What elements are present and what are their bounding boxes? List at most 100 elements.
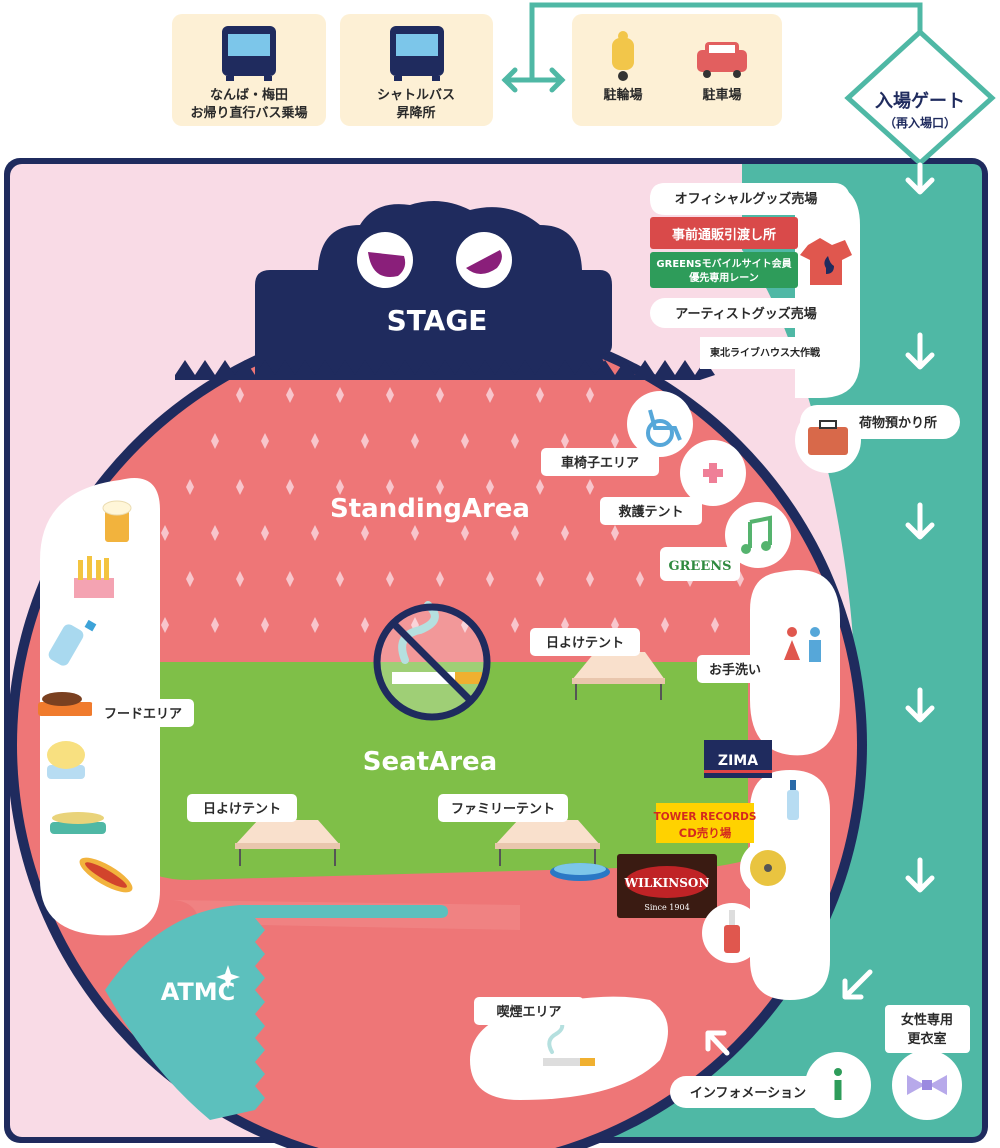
svg-text:車椅子エリア: 車椅子エリア [561,455,639,471]
diamond-mark [236,571,244,587]
diamond-mark [186,571,194,587]
diamond-mark [486,571,494,587]
diamond-mark [286,571,294,587]
luggage-icon [808,420,848,455]
ribbon-icon [907,1075,947,1095]
diamond-mark [436,387,444,403]
svg-text:シャトルバス: シャトルバス [377,88,455,103]
svg-text:なんば・梅田: なんば・梅田 [210,87,288,103]
diamond-mark [361,525,369,541]
svg-text:GREENSモバイルサイト会員: GREENSモバイルサイト会員 [656,257,791,270]
chip-sunshade-1: 日よけテント [530,628,640,656]
diamond-mark [486,387,494,403]
bus-icon [222,26,276,81]
svg-text:お手洗い: お手洗い [709,662,761,678]
changing-room: 女性専用 更衣室 [885,1005,970,1120]
diamond-mark [586,479,594,495]
svg-text:ファミリーテント: ファミリーテント [451,802,555,817]
svg-text:アーティストグッズ売場: アーティストグッズ売場 [675,306,816,322]
diamond-mark [611,433,619,449]
tower-records-logo: TOWER RECORDS CD売り場 [654,803,757,843]
fries-icon [74,556,114,598]
diamond-mark [311,617,319,633]
svg-text:女性専用: 女性専用 [901,1012,953,1028]
diamond-mark [461,525,469,541]
diamond-mark [386,479,394,495]
seat-area-label: SeatArea [363,747,497,777]
svg-text:TOWER RECORDS: TOWER RECORDS [654,811,757,823]
yakisoba-icon [50,812,106,834]
diamond-mark [261,617,269,633]
wilkinson-logo: WILKINSON Since 1904 [617,854,717,918]
chip-smoking-area: 喫煙エリア [474,997,584,1025]
beer-icon [102,500,132,542]
svg-text:CD売り場: CD売り場 [679,826,732,840]
diamond-mark [261,525,269,541]
svg-text:（再入場口）: （再入場口） [884,115,956,130]
svg-text:駐車場: 駐車場 [702,87,741,103]
diamond-mark [336,571,344,587]
svg-text:駐輪場: 駐輪場 [603,87,642,103]
diamond-mark [161,525,169,541]
svg-text:オフィシャルグッズ売場: オフィシャルグッズ売場 [675,191,818,207]
diamond-mark [211,433,219,449]
diamond-mark [661,617,669,633]
diamond-mark [336,479,344,495]
svg-text:昇降所: 昇降所 [396,105,435,121]
svg-text:GREENS: GREENS [669,559,732,574]
svg-text:入場ゲート: 入場ゲート [875,90,965,112]
greens-logo: GREENS [660,547,740,581]
info-icon [834,1068,842,1100]
chip-food-area: フードエリア [92,699,194,727]
cd-icon [740,840,796,896]
svg-text:優先専用レーン: 優先専用レーン [688,271,759,284]
diamond-mark [511,525,519,541]
diamond-mark [436,571,444,587]
toilet-area [750,570,840,756]
diamond-mark [611,525,619,541]
diamond-mark [186,479,194,495]
tshirt-icon [800,238,852,285]
diamond-mark [236,479,244,495]
diamond-mark [461,433,469,449]
svg-text:Since 1904: Since 1904 [644,903,689,912]
diamond-mark [486,479,494,495]
atmc-label: ATMC [161,978,236,1006]
stage-jagged-edge [175,360,715,380]
shaved-ice-icon [47,741,85,779]
route-arrow [501,2,923,93]
zima-logo: ZIMA [704,740,772,778]
bus-stop-namba: なんば・梅田 お帰り直行バス乗場 [172,14,326,126]
svg-text:ZIMA: ZIMA [718,753,758,769]
bus-icon [390,26,444,81]
diamond-mark [586,571,594,587]
svg-text:フードエリア: フードエリア [104,707,182,722]
tohoku-logo: 東北ライブハウス大作戦 [710,346,821,359]
diamond-mark [286,479,294,495]
food-plate-icon [38,692,93,716]
sparkle-icon [216,965,240,989]
goods-panel: オフィシャルグッズ売場 事前通販引渡し所 GREENSモバイルサイト会員 優先専… [650,183,860,398]
diamond-mark [261,433,269,449]
diamond-mark [536,387,544,403]
chip-first-aid: 救護テント [600,497,702,525]
diamond-mark [411,525,419,541]
diamond-mark [411,433,419,449]
svg-text:日よけテント: 日よけテント [203,802,281,817]
tent-icon [572,652,665,700]
hotdog-icon [79,857,133,893]
standing-area-label: StandingArea [330,494,530,524]
diamond-mark [436,479,444,495]
diamond-mark [236,387,244,403]
diamond-mark [711,617,719,633]
scooter-icon [612,31,634,81]
svg-text:荷物預かり所: 荷物預かり所 [858,415,937,431]
svg-text:事前通販引渡し所: 事前通販引渡し所 [672,227,776,243]
diamond-mark [586,387,594,403]
first-aid-icon [680,440,746,506]
diamond-mark [511,433,519,449]
chip-wheelchair: 車椅子エリア [541,448,659,476]
diamond-mark [286,387,294,403]
stage [175,201,715,380]
